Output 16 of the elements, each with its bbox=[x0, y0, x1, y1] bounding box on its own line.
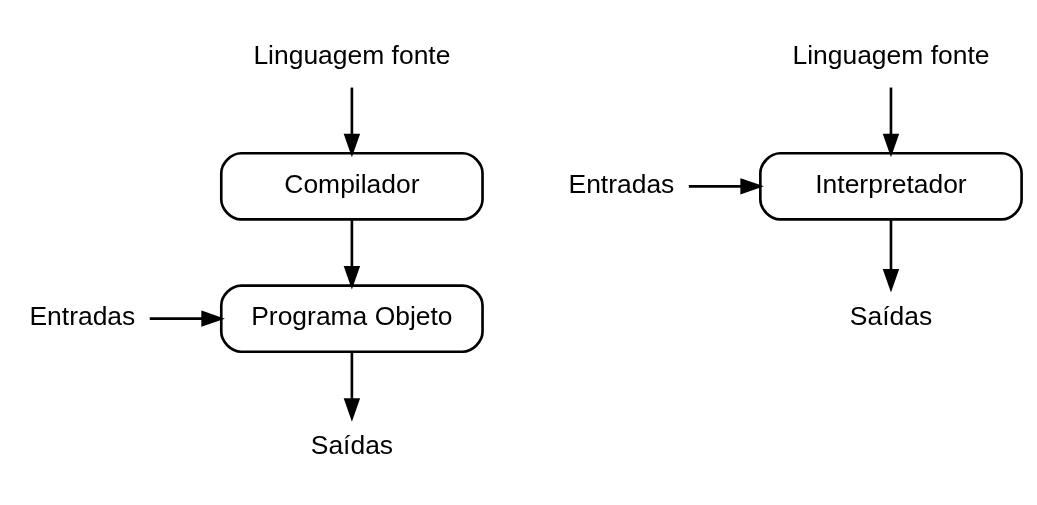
node-box: Interpretador bbox=[759, 151, 1023, 221]
node-text: Entradas bbox=[29, 300, 136, 331]
node-text: Saídas bbox=[310, 429, 394, 460]
node-text: Saídas bbox=[849, 300, 933, 331]
arrow bbox=[882, 87, 900, 158]
node-box: Programa Objeto bbox=[219, 284, 484, 354]
node-text: Linguagem fonte bbox=[253, 39, 451, 70]
node-text: Linguagem fonte bbox=[792, 39, 990, 70]
arrow bbox=[343, 87, 361, 158]
arrow bbox=[343, 352, 361, 422]
arrow bbox=[688, 178, 764, 195]
arrow bbox=[343, 219, 361, 290]
arrow bbox=[882, 219, 900, 293]
node-box: Compilador bbox=[219, 151, 484, 221]
node-text: Entradas bbox=[568, 168, 675, 199]
arrow bbox=[149, 310, 225, 327]
